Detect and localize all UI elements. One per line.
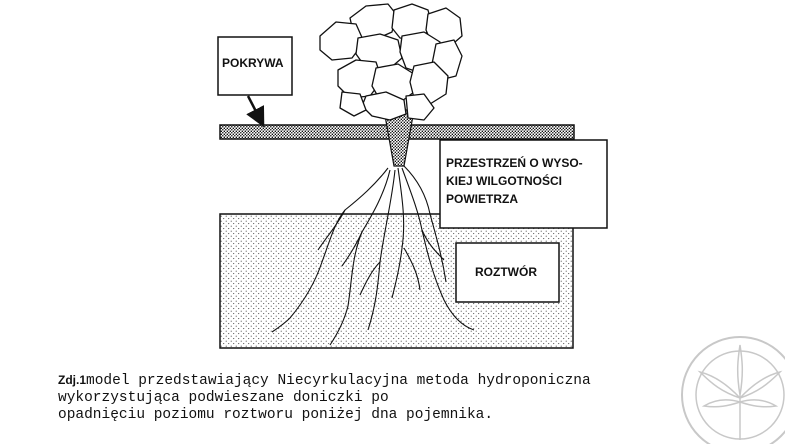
- humid-space-label-box: [439, 139, 608, 229]
- caption-text-1: model przedstawiający Niecyrkulacyjna me…: [86, 373, 591, 389]
- lid-label: POKRYWA: [222, 56, 284, 70]
- lid-label-box: [217, 36, 293, 96]
- cannabis-leaf-seal-watermark-icon: [681, 336, 785, 444]
- lid-pointer-arrow: [246, 95, 265, 128]
- plant-roots: [271, 165, 475, 346]
- caption-line-1: Zdj.1model przedstawiający Niecyrkulacyj…: [58, 372, 678, 390]
- caption-number: Zdj.1: [58, 373, 87, 387]
- caption-line-3: opadnięciu poziomu roztworu poniżej dna …: [58, 407, 494, 423]
- humid-space-label-line3: POWIETRZA: [446, 192, 518, 206]
- solution-label-box: [455, 242, 560, 303]
- solution-label: ROZTWÓR: [475, 264, 537, 279]
- figure-caption: Zdj.1model przedstawiający Niecyrkulacyj…: [58, 372, 678, 424]
- clay-pebbles: [319, 3, 463, 121]
- caption-line-2: wykorzystująca podwieszane doniczki po: [58, 390, 389, 406]
- humid-space-label-line2: KIEJ WILGOTNOŚCI: [446, 173, 562, 188]
- humid-space-label-line1: PRZESTRZEŃ O WYSO-: [446, 155, 583, 170]
